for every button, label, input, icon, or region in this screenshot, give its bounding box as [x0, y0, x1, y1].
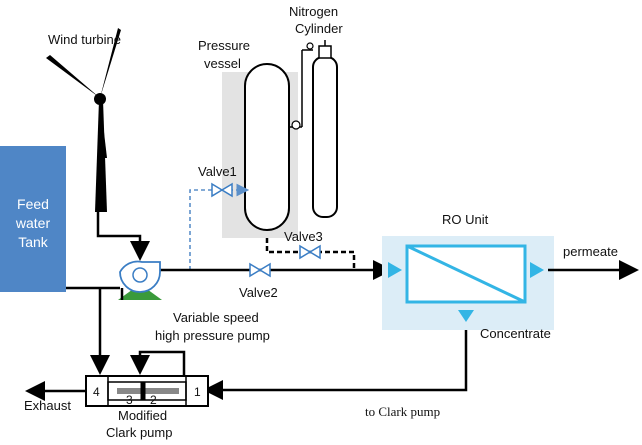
- clark-port-2: 2: [150, 393, 157, 407]
- wind-turbine-icon: [46, 28, 121, 212]
- concentrate-label: Concentrate: [480, 326, 551, 341]
- permeate-label: permeate: [563, 244, 618, 259]
- wind-turbine-label: Wind turbine: [48, 32, 121, 47]
- clark-port-4: 4: [93, 385, 100, 399]
- pump-label-1: Variable speed: [173, 310, 259, 325]
- clark-label-1: Modified: [118, 408, 167, 423]
- valve1-icon: [211, 182, 233, 198]
- exhaust-label: Exhaust: [24, 398, 71, 413]
- feed-label-2: water: [15, 215, 51, 231]
- valve1-line: [189, 183, 250, 270]
- turbine-to-pump-pipe: [96, 212, 150, 261]
- clark-port-1: 1: [194, 385, 201, 399]
- pump-label-2: high pressure pump: [155, 328, 270, 343]
- ro-unit: [382, 236, 554, 330]
- valve1-label: Valve1: [198, 164, 237, 179]
- pressure-vessel-label-2: vessel: [204, 56, 241, 71]
- valve3-icon: [299, 244, 321, 260]
- pressure-vessel: [222, 63, 298, 238]
- ro-unit-label: RO Unit: [442, 212, 489, 227]
- nitrogen-cylinder-icon: [289, 40, 338, 218]
- feed-label-3: Tank: [18, 234, 49, 250]
- to-clark-label: to Clark pump: [365, 404, 440, 419]
- valve3-label: Valve3: [284, 229, 323, 244]
- clark-to-pump-pipe: [130, 350, 186, 375]
- clark-label-2: Clark pump: [106, 425, 172, 440]
- nitrogen-label-1: Nitrogen: [289, 4, 338, 19]
- concentrate-pipe: [203, 330, 468, 400]
- valve2-icon: [249, 262, 271, 278]
- nitrogen-label-2: Cylinder: [295, 21, 343, 36]
- pressure-vessel-label-1: Pressure: [198, 38, 250, 53]
- clark-port-3: 3: [126, 393, 133, 407]
- valve2-label: Valve2: [239, 285, 278, 300]
- clark-pump: 4 3 2 1: [85, 375, 209, 407]
- high-pressure-pump-icon: [118, 260, 162, 300]
- feed-water-tank: Feed water Tank: [0, 146, 66, 292]
- feed-label-1: Feed: [17, 196, 49, 212]
